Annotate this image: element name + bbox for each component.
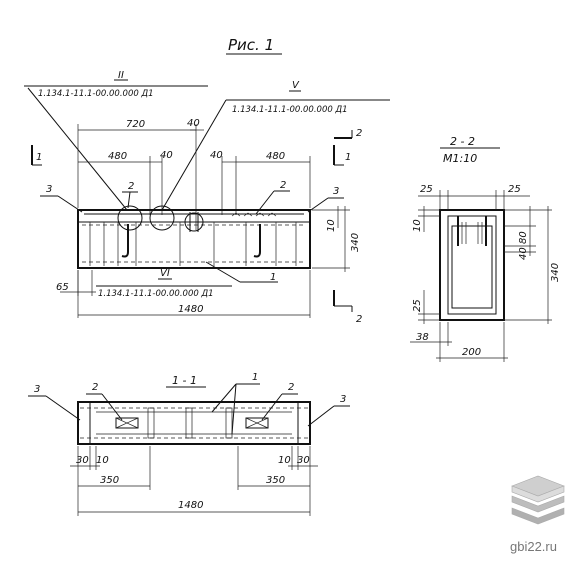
callout-vi-ref: 1.134.1-11.1-00.00.000 Д1	[98, 289, 214, 299]
section-2-2: 2 - 2 М1:10 25 25 10 25	[410, 135, 561, 362]
cut-mark-2-bottom: 2	[333, 290, 362, 325]
elev-label-3-left: 3	[46, 184, 52, 195]
elev-dim-65: 65	[56, 282, 69, 293]
section-2-2-title: 2 - 2	[450, 135, 475, 148]
svg-text:2: 2	[356, 128, 362, 139]
plan-dim-30-left: 30	[76, 455, 89, 466]
plan-dim-10-left: 10	[96, 455, 109, 466]
elev-label-1: 1	[270, 272, 276, 283]
detail-circle-v	[149, 205, 175, 231]
callout-v-numeral: V	[292, 80, 300, 91]
sec-dim-80: 80	[518, 231, 529, 244]
svg-text:2: 2	[356, 314, 362, 325]
dim-40-left: 40	[160, 150, 173, 161]
cut-mark-2-top: 2	[334, 128, 362, 139]
section-2-2-scale: М1:10	[443, 152, 477, 165]
elev-label-2-right: 2	[280, 180, 286, 191]
dim-40-right: 40	[210, 150, 223, 161]
elev-label-2-left: 2	[128, 181, 134, 192]
layers-icon	[511, 475, 565, 525]
callout-v-ref: 1.134.1-11.1-00.00.000 Д1	[232, 105, 348, 115]
dim-480-left: 480	[108, 151, 127, 162]
elevation-view	[77, 205, 311, 269]
svg-text:1: 1	[345, 152, 351, 163]
lifting-loop-left	[121, 224, 129, 258]
callout-ii: II 1.134.1-11.1-00.00.000 Д1	[24, 70, 208, 211]
cut-mark-1-right: 1	[333, 145, 351, 166]
plan-1-1-title: 1 - 1	[172, 374, 197, 387]
elev-dim-1480-group: 1480	[77, 270, 311, 318]
detail-circle-ii	[117, 205, 143, 231]
elev-dim-65-group: 65	[56, 270, 96, 296]
plan-loop-right	[245, 417, 269, 429]
svg-text:1: 1	[36, 152, 42, 163]
plan-label-2-right: 2	[288, 382, 294, 393]
callout-vi-numeral: VI	[160, 268, 170, 279]
elev-label-3-right: 3	[333, 186, 339, 197]
plan-dim-350-left: 350	[100, 475, 119, 486]
callout-ii-ref: 1.134.1-11.1-00.00.000 Д1	[38, 89, 154, 99]
plan-dim-350-right: 350	[266, 475, 285, 486]
callout-v: V 1.134.1-11.1-00.00.000 Д1	[161, 80, 390, 211]
sec-dim-38: 38	[416, 332, 429, 343]
plan-label-1: 1	[252, 372, 258, 383]
sec-dim-25-top-right: 25	[508, 184, 521, 195]
callout-vi: VI 1.134.1-11.1-00.00.000 Д1	[96, 268, 232, 299]
plan-loop-left	[115, 417, 139, 429]
plan-dim-1480: 1480	[178, 500, 203, 511]
dim-480-right: 480	[266, 151, 285, 162]
callout-ii-numeral: II	[118, 70, 124, 81]
elevation-right-dims: 10 340	[312, 206, 361, 272]
plan-label-3-right: 3	[340, 394, 346, 405]
dim-40-top: 40	[187, 118, 200, 129]
elev-dim-1480: 1480	[178, 304, 203, 315]
top-dimensions: 720 40 480 40 40 480	[77, 118, 311, 230]
lifting-loop-right	[253, 224, 261, 258]
sec-dim-25-top-left: 25	[420, 184, 433, 195]
sec-dim-40: 40	[518, 247, 529, 260]
plan-1-1: 1 - 1 3 2 1 2 3	[28, 372, 350, 516]
sec-dim-200: 200	[462, 347, 481, 358]
cut-mark-1-left: 1	[31, 145, 42, 166]
elev-dim-340: 340	[350, 233, 361, 252]
sec-dim-340: 340	[550, 263, 561, 282]
sec-dim-25-bottom: 25	[412, 299, 423, 312]
watermark-text: gbi22.ru	[510, 539, 557, 554]
plan-label-2-left: 2	[92, 382, 98, 393]
elev-dim-10: 10	[326, 219, 337, 232]
detail-circle-mid	[184, 212, 204, 232]
plan-dim-30-right: 30	[297, 455, 310, 466]
sec-dim-10: 10	[412, 219, 423, 232]
dim-720: 720	[126, 119, 145, 130]
plan-label-3-left: 3	[34, 384, 40, 395]
plan-dim-10-right: 10	[278, 455, 291, 466]
figure-title: Рис. 1	[228, 36, 274, 54]
